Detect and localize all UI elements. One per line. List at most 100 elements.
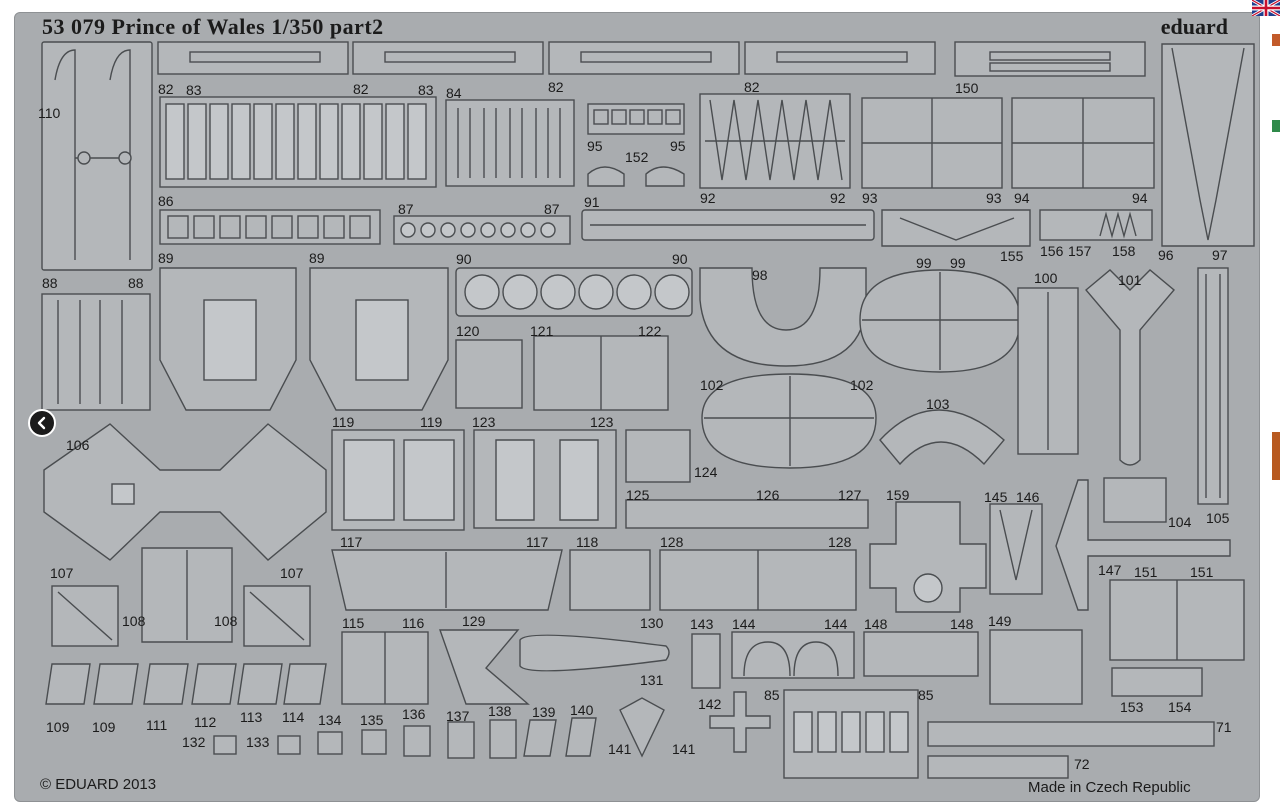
part-number-label: 158 (1112, 243, 1136, 259)
part-153-154 (1111, 667, 1203, 697)
part-145-146 (989, 503, 1043, 595)
part-number-label: 149 (988, 613, 1012, 629)
part-number-label: 94 (1014, 190, 1030, 206)
part-number-label: 88 (42, 275, 58, 291)
part-86 (159, 209, 381, 245)
part-number-label: 96 (1158, 247, 1174, 263)
part-number-label: 139 (532, 704, 556, 720)
part-number-label: 93 (986, 190, 1002, 206)
back-button[interactable] (28, 409, 56, 437)
part-number-label: 109 (46, 719, 70, 735)
part-number-label: 89 (309, 250, 325, 266)
part-number-label: 123 (590, 414, 614, 430)
part-number-label: 113 (240, 709, 263, 725)
part-number-label: 154 (1168, 699, 1192, 715)
part-118 (569, 549, 651, 611)
part-number-label: 150 (955, 80, 979, 96)
part-number-label: 128 (828, 534, 852, 550)
copyright-text: © EDUARD 2013 (40, 776, 157, 793)
part-number-label: 111 (146, 717, 168, 733)
part-number-label: 155 (1000, 248, 1024, 264)
uk-flag-icon[interactable] (1252, 0, 1280, 16)
part-number-label: 126 (756, 487, 780, 503)
part-number-label: 147 (1098, 562, 1122, 578)
part-number-label: 105 (1206, 510, 1230, 526)
part-number-label: 132 (182, 734, 206, 750)
part-number-label: 103 (926, 396, 950, 412)
part-132 (213, 735, 237, 755)
part-number-label: 135 (360, 712, 384, 728)
part-number-label: 133 (246, 734, 270, 750)
part-number-label: 112 (194, 714, 217, 730)
part-number-label: 137 (446, 708, 470, 724)
part-144 (731, 631, 855, 679)
part-147 (1055, 479, 1231, 611)
part-number-label: 156 (1040, 243, 1064, 259)
part-number-label: 141 (608, 741, 632, 757)
part-110 (41, 41, 153, 271)
part-155 (881, 209, 1031, 247)
part-number-label: 104 (1168, 514, 1192, 530)
part-number-label: 94 (1132, 190, 1148, 206)
part-98 (699, 267, 867, 367)
part-number-label: 157 (1068, 243, 1092, 259)
part-number-label: 152 (625, 149, 649, 165)
part-number-label: 145 (984, 489, 1008, 505)
part-149 (989, 629, 1083, 705)
part-number-label: 92 (700, 190, 716, 206)
part-96-97 (1161, 43, 1255, 247)
part-number-label: 93 (862, 190, 878, 206)
part-130 (519, 634, 670, 672)
part-number-label: 91 (584, 194, 600, 210)
part-124 (625, 429, 691, 483)
side-tab-marker (1272, 120, 1280, 132)
part-number-label: 146 (1016, 489, 1040, 505)
part-number-label: 72 (1074, 756, 1090, 772)
part-number-label: 108 (214, 613, 238, 629)
part-number-label: 125 (626, 487, 650, 503)
part-number-label: 148 (864, 616, 888, 632)
part-number-label: 88 (128, 275, 144, 291)
part-number-label: 114 (282, 709, 305, 725)
made-in-text: Made in Czech Republic (1028, 779, 1191, 796)
part-number-label: 92 (830, 190, 846, 206)
part-105 (1197, 267, 1229, 505)
part-number-label: 71 (1216, 719, 1232, 735)
part-number-label: 97 (1212, 247, 1228, 263)
part-number-label: 151 (1190, 564, 1214, 580)
part-number-label: 95 (587, 138, 603, 154)
part-number-label: 82 (744, 79, 760, 95)
part-102 (701, 373, 877, 469)
part-number-label: 117 (526, 534, 549, 550)
part-number-label: 85 (764, 687, 780, 703)
part-number-label: 140 (570, 702, 594, 718)
part-103 (879, 409, 1005, 466)
part-120 (455, 339, 523, 409)
part-number-label: 82 (158, 81, 174, 97)
part-101 (1085, 269, 1175, 466)
part-141 (619, 697, 665, 758)
part-number-label: 102 (850, 377, 874, 393)
part-71 (927, 721, 1215, 747)
part-number-label: 127 (838, 487, 862, 503)
part-number-label: 115 (342, 615, 365, 631)
part-125-127 (625, 499, 869, 529)
part-number-label: 131 (640, 672, 664, 688)
side-tab-marker (1272, 34, 1280, 46)
part-number-label: 86 (158, 193, 174, 209)
part-143 (691, 633, 721, 689)
part-number-label: 83 (186, 82, 202, 98)
part-number-label: 119 (332, 414, 355, 430)
part-number-label: 82 (353, 81, 369, 97)
fret-title: 53 079 Prince of Wales 1/350 part2 (42, 14, 384, 39)
part-number-label: 144 (824, 616, 848, 632)
part-number-label: 82 (548, 79, 564, 95)
part-number-label: 109 (92, 719, 116, 735)
part-number-label: 99 (950, 255, 966, 271)
part-142 (709, 691, 771, 753)
part-number-label: 141 (672, 741, 696, 757)
part-number-label: 120 (456, 323, 480, 339)
part-number-label: 119 (420, 414, 443, 430)
part-95 (587, 103, 685, 135)
